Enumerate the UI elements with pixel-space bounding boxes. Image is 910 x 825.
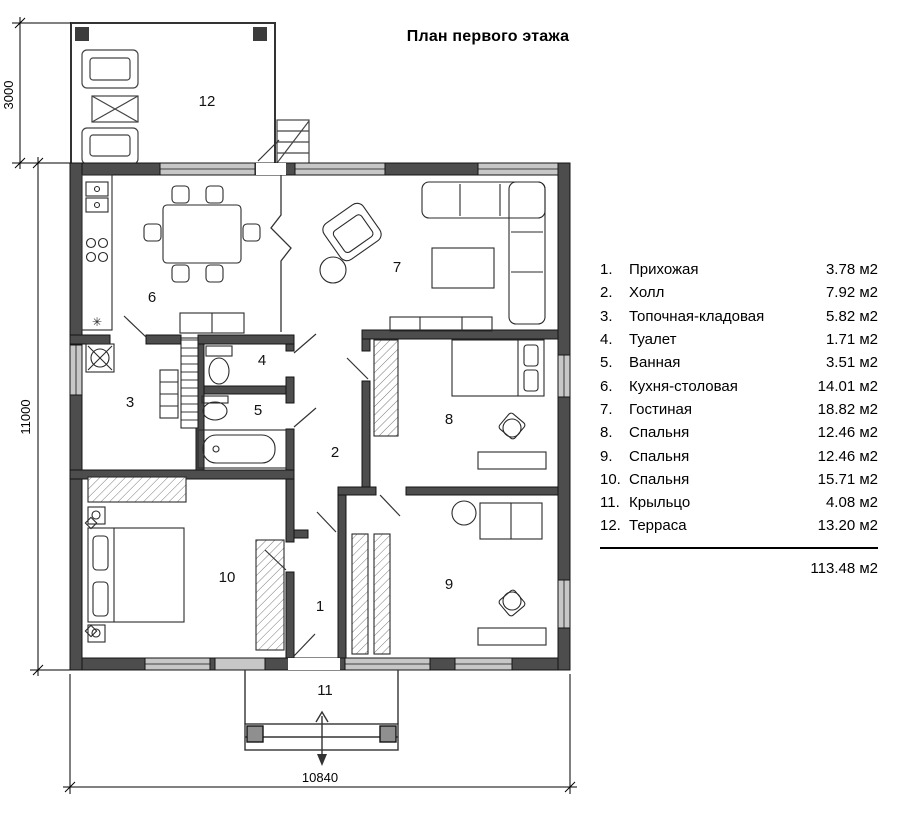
room-labels: 1 2 3 4 5 6 7 8 9 10 11 12: [126, 93, 453, 699]
legend-num: 6.: [600, 377, 613, 395]
dimension-left-label: 11000: [18, 399, 33, 434]
legend-name: Спальня: [629, 424, 690, 442]
legend-row: 8. Спальня 12.46 м2: [600, 421, 878, 444]
legend-name: Прихожая: [629, 261, 699, 279]
legend-area: 3.51 м2: [825, 354, 878, 372]
legend-num: 4.: [600, 331, 613, 349]
door-openings: [256, 163, 340, 670]
terrace-steps-icon: [276, 119, 310, 165]
bathroom-fixtures-icon: [197, 395, 287, 469]
porch-column-icon: [246, 725, 264, 743]
legend-area: 12.46 м2: [817, 447, 878, 465]
bedroom8-furniture-icon: [373, 339, 547, 470]
open-boundary-zigzag: [270, 175, 292, 332]
kitchen-furniture-icon: [81, 174, 261, 334]
legend-name: Топочная-кладовая: [629, 307, 765, 325]
dimension-lines: [12, 17, 577, 794]
window-glazing: [75, 168, 565, 665]
legend-row: 11. Крыльцо 4.08 м2: [600, 491, 878, 514]
legend-num: 8.: [600, 424, 613, 442]
legend-row: 5. Ванная 3.51 м2: [600, 351, 878, 374]
legend-num: 2.: [600, 284, 613, 302]
room-label-2: 2: [331, 444, 339, 461]
fridge-icon: ✳: [92, 315, 102, 329]
legend-num: 10.: [600, 470, 621, 488]
chimney-icon: [180, 337, 199, 429]
legend-num: 7.: [600, 400, 613, 418]
legend-num: 3.: [600, 307, 613, 325]
legend-area: 4.08 м2: [825, 494, 878, 512]
legend-name: Терраса: [629, 517, 687, 535]
legend-row: 4. Туалет 1.71 м2: [600, 328, 878, 351]
legend-row: 2. Холл 7.92 м2: [600, 281, 878, 304]
legend-num: 5.: [600, 354, 613, 372]
legend-row: 7. Гостиная 18.82 м2: [600, 398, 878, 421]
legend-area: 14.01 м2: [817, 377, 878, 395]
legend-area: 7.92 м2: [825, 284, 878, 302]
toilet-icon: [205, 345, 233, 385]
legend-name: Спальня: [629, 470, 690, 488]
legend-name: Спальня: [629, 447, 690, 465]
room-label-9: 9: [445, 576, 453, 593]
legend-area: 3.78 м2: [825, 261, 878, 279]
room-label-1: 1: [316, 598, 324, 615]
legend-row: 10. Спальня 15.71 м2: [600, 468, 878, 491]
room-label-5: 5: [254, 402, 262, 419]
legend-area: 18.82 м2: [817, 400, 878, 418]
room-label-11: 11: [317, 682, 333, 699]
floor-plan-drawing: ✳: [1, 17, 577, 794]
legend-area: 13.20 м2: [817, 517, 878, 535]
legend-name: Кухня-столовая: [629, 377, 738, 395]
legend-name: Крыльцо: [629, 494, 691, 512]
page-title: План первого этажа: [406, 28, 570, 45]
legend-name: Гостиная: [629, 400, 692, 418]
legend-divider: [600, 546, 878, 549]
door-leaves: [123, 139, 401, 657]
terrace-column-icon: [253, 27, 267, 41]
legend-row: 1. Прихожая 3.78 м2: [600, 258, 878, 281]
living-room-furniture-icon: [319, 181, 546, 332]
dimension-topleft-label: 3000: [1, 81, 16, 110]
room-legend: 1. Прихожая 3.78 м2 2. Холл 7.92 м2 3. Т…: [600, 258, 878, 577]
dimension-bottom-label: 10840: [302, 770, 338, 785]
terrace-furniture-icon: [81, 49, 139, 165]
legend-num: 12.: [600, 517, 621, 535]
porch-column-icon: [379, 725, 397, 743]
room-label-7: 7: [393, 259, 401, 276]
entrance-arrow-icon: [317, 754, 327, 766]
bedroom9-furniture-icon: [351, 500, 547, 655]
room-label-3: 3: [126, 394, 134, 411]
legend-num: 1.: [600, 261, 613, 279]
legend-name: Туалет: [629, 331, 677, 349]
bedroom10-furniture-icon: [84, 476, 285, 651]
legend-num: 9.: [600, 447, 613, 465]
legend-row: 6. Кухня-столовая 14.01 м2: [600, 374, 878, 397]
legend-area: 5.82 м2: [825, 307, 878, 325]
legend-area: 12.46 м2: [817, 424, 878, 442]
legend-name: Холл: [629, 284, 665, 302]
room-label-6: 6: [148, 289, 156, 306]
porch: [244, 670, 399, 766]
room-label-12: 12: [199, 93, 216, 110]
room-label-8: 8: [445, 411, 453, 428]
legend-num: 11.: [600, 494, 620, 512]
legend-row: 3. Топочная-кладовая 5.82 м2: [600, 305, 878, 328]
legend-row: 12. Терраса 13.20 м2: [600, 514, 878, 537]
legend-total: 113.48 м2: [810, 559, 878, 577]
boiler-room-furniture-icon: [85, 343, 179, 419]
legend-area: 1.71 м2: [825, 331, 878, 349]
terrace-column-icon: [75, 27, 89, 41]
legend-row: 9. Спальня 12.46 м2: [600, 444, 878, 467]
room-label-4: 4: [258, 352, 266, 369]
legend-name: Ванная: [629, 354, 681, 372]
legend-area: 15.71 м2: [817, 470, 878, 488]
room-label-10: 10: [219, 569, 236, 586]
